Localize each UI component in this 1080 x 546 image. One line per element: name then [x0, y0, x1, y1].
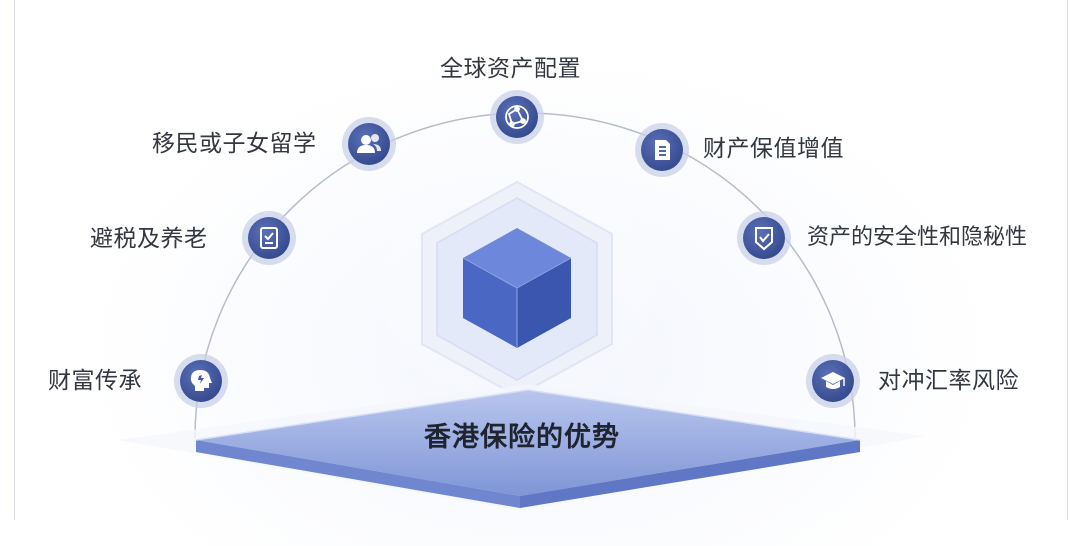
- center-title: 香港保险的优势: [424, 422, 620, 453]
- node-immigration-study: [342, 117, 396, 171]
- label-global-asset-allocation: 全球资产配置: [440, 56, 581, 82]
- label-wealth-inheritance: 财富传承: [48, 368, 142, 394]
- node-asset-security-privacy: [737, 211, 791, 265]
- node-hedge-fx-risk: [806, 354, 860, 408]
- node-asset-preservation: [635, 123, 689, 177]
- users-icon: [357, 134, 381, 153]
- cube-icon: [462, 228, 572, 348]
- label-asset-security-privacy: 资产的安全性和隐秘性: [807, 225, 1028, 250]
- lightbulb-head-icon: [190, 370, 212, 391]
- label-hedge-fx-risk: 对冲汇率风险: [878, 368, 1019, 394]
- node-global-asset-allocation: [490, 90, 544, 144]
- label-tax-avoidance-retirement: 避税及养老: [90, 226, 208, 252]
- document-icon: [655, 140, 670, 160]
- shield-check-icon: [755, 227, 773, 251]
- graduation-cap-icon: [821, 372, 845, 389]
- label-asset-preservation: 财产保值增值: [703, 136, 844, 162]
- globe-network-icon: [505, 105, 529, 129]
- node-tax-avoidance-retirement: [242, 211, 296, 265]
- label-immigration-study: 移民或子女留学: [152, 131, 317, 157]
- checklist-icon: [260, 227, 278, 249]
- node-wealth-inheritance: [174, 354, 228, 408]
- platform: [118, 384, 925, 510]
